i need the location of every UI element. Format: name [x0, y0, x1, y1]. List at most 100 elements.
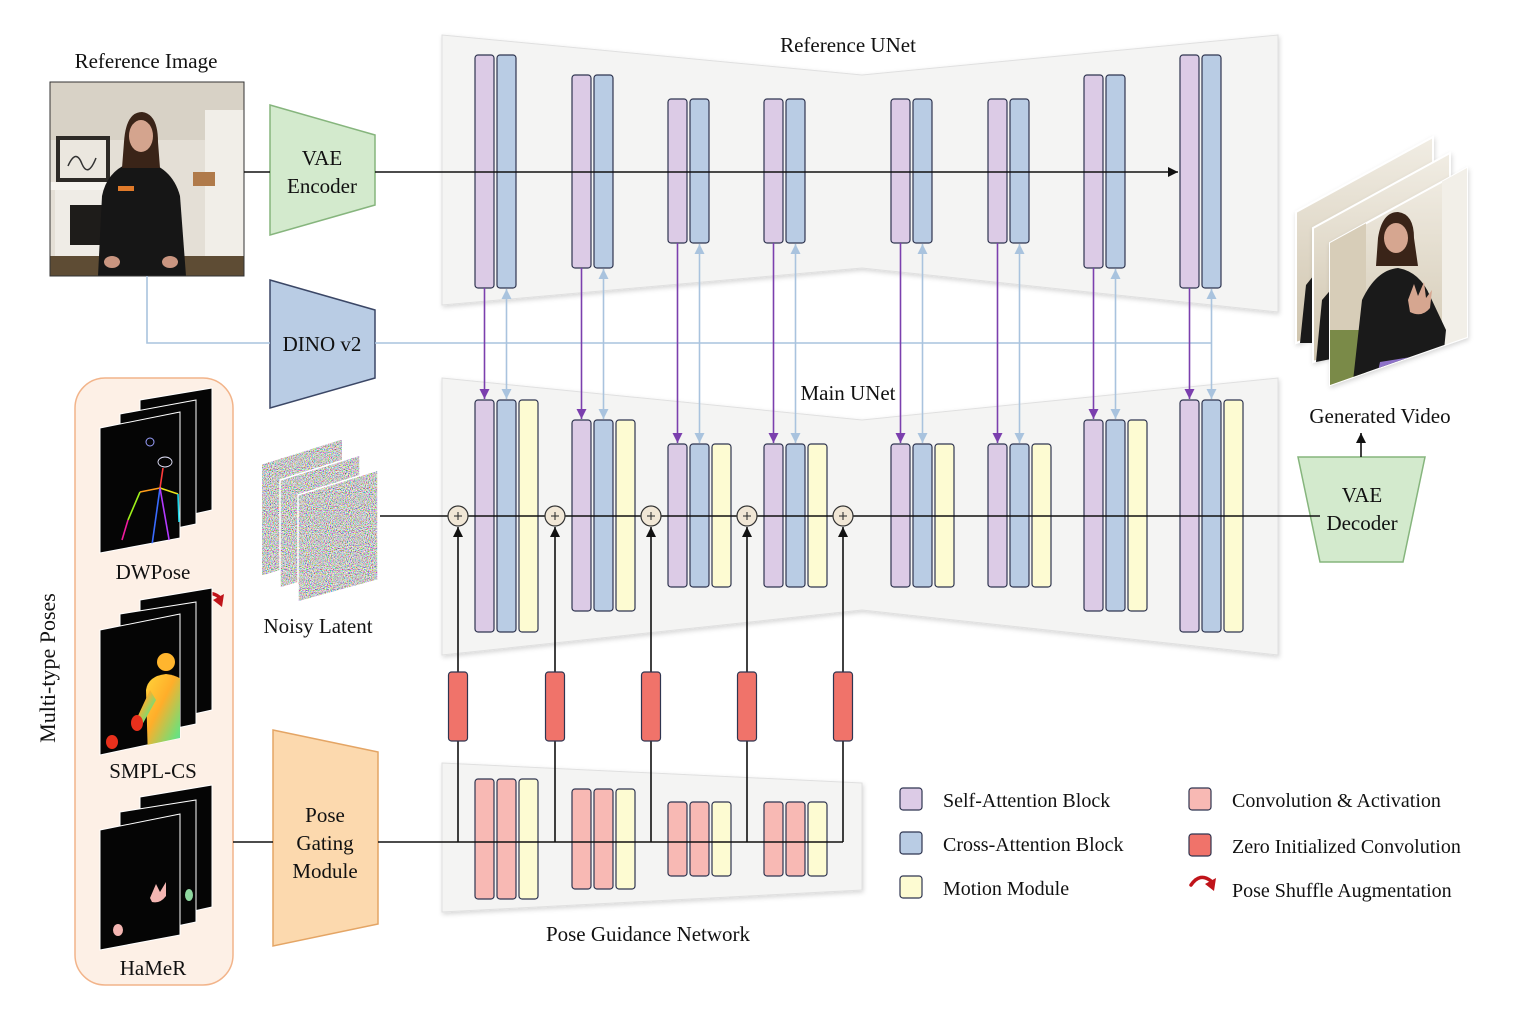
reference-unet-cross-attention-block-3: [689, 98, 710, 244]
legend-swatch-cross-attention: [899, 831, 923, 855]
dwpose-frame-front: [99, 411, 181, 554]
addition-nodes: [447, 505, 854, 527]
vae-encoder-label-line2: Encoder: [287, 174, 357, 198]
smpl-cs-hand-lower: [106, 735, 118, 749]
pose-guidance-blocks: [474, 778, 828, 900]
legend: Self-Attention Block Cross-Attention Blo…: [899, 787, 1461, 902]
hamer-image-stack: [99, 784, 213, 951]
dwpose-leg-right: [159, 487, 171, 546]
generated-video-label: Generated Video: [1309, 404, 1450, 428]
dwpose-leg-left: [151, 487, 161, 546]
reference-unet-self-attention-block-5: [890, 98, 911, 244]
smpl-cs-head: [157, 653, 175, 671]
dwpose-skeleton: [121, 456, 180, 546]
pose-guidance-conv-block-4a: [763, 801, 784, 877]
reference-unet-cross-attention-block-4: [785, 98, 806, 244]
pose-guidance-label: Pose Guidance Network: [546, 922, 751, 946]
dwpose-face: [157, 456, 173, 468]
noisy-latent-frame-front: [298, 470, 378, 602]
vae-encoder-label-line1: VAE: [302, 146, 342, 170]
main-unet-label: Main UNet: [800, 381, 895, 405]
dwpose-shoulder-right: [159, 487, 179, 495]
feature-arrows: [479, 243, 1217, 443]
legend-label-pose-shuffle: Pose Shuffle Augmentation: [1232, 880, 1452, 902]
legend-label-cross-attention: Cross-Attention Block: [943, 834, 1124, 856]
legend-label-zero-conv: Zero Initialized Convolution: [1232, 836, 1461, 858]
legend-label-self-attention: Self-Attention Block: [943, 790, 1110, 812]
pose-guidance-motion-module-4: [807, 801, 828, 877]
multi-type-poses-title: Multi-type Poses: [35, 593, 60, 743]
legend-pose-shuffle-icon: [1189, 875, 1213, 887]
photo-wall-frame-inner: [60, 140, 106, 178]
reference-unet-cross-attention-block-5: [912, 98, 933, 244]
legend-swatch-motion-module: [899, 875, 923, 899]
pose-guidance-motion-module-2: [615, 788, 636, 890]
pose-guidance-conv-block-3b: [689, 801, 710, 877]
noisy-latent-frame-front-edge: [297, 468, 379, 603]
photo-wall-script: [67, 155, 97, 171]
pose-guidance-conv-block-2b: [593, 788, 614, 890]
dwpose-mid-frame-keypoint: [145, 437, 155, 447]
dwpose-arm-left: [127, 491, 141, 521]
dwpose-shoulder-left: [139, 487, 161, 493]
photo-person-hand-left: [104, 256, 120, 268]
vae-encoder: [269, 104, 376, 236]
reference-unet-label: Reference UNet: [780, 33, 916, 57]
hamer-hand-pink: [150, 882, 166, 903]
generated-door: [1442, 168, 1467, 368]
zero-initialized-conv-3: [640, 671, 662, 742]
pose-gating-label-line1: Pose: [305, 803, 345, 827]
dino-v2-label: DINO v2: [283, 332, 362, 356]
hamer-hand-green: [185, 889, 193, 901]
noisy-latent-stack: [261, 439, 379, 603]
smpl-cs-arm: [136, 690, 156, 725]
pose-gating-label-line2: Gating: [296, 831, 354, 855]
dwpose-neck: [159, 467, 164, 489]
vae-decoder: [1297, 456, 1426, 563]
pose-guidance-conv-block-1b: [496, 778, 517, 900]
reference-unet-self-attention-block-6: [987, 98, 1008, 244]
pose-gating-label-line3: Module: [292, 859, 357, 883]
vae-decoder-label-line1: VAE: [1342, 483, 1382, 507]
pose-guidance-conv-block-1a: [474, 778, 495, 900]
reference-image-label: Reference Image: [75, 49, 218, 73]
dwpose-image-stack: [99, 387, 213, 554]
pose-guidance-conv-block-2a: [571, 788, 592, 890]
vae-decoder-label-line2: Decoder: [1326, 511, 1397, 535]
photo-person-logo: [118, 186, 134, 191]
dwpose-arm-right: [177, 493, 180, 523]
dwpose-label: DWPose: [116, 560, 191, 584]
legend-swatch-convolution: [1188, 787, 1212, 811]
zero-initialized-conv-5: [832, 671, 854, 742]
legend-label-convolution: Convolution & Activation: [1232, 790, 1441, 812]
smpl-cs-hand: [131, 715, 143, 731]
reference-unet-self-attention-block-3: [667, 98, 688, 244]
hamer-hand-lower: [113, 924, 123, 936]
photo-mantle: [50, 182, 128, 190]
zero-initialized-conv-1: [447, 671, 469, 742]
reference-unet-cross-attention-block-8: [1201, 54, 1222, 289]
legend-swatch-self-attention: [899, 787, 923, 811]
legend-swatch-zero-conv: [1188, 833, 1212, 857]
generated-person-hand: [1408, 282, 1432, 315]
reference-unet-self-attention-block-4: [763, 98, 784, 244]
smpl-cs-label: SMPL-CS: [109, 759, 197, 783]
generated-video-stack: [1295, 135, 1468, 387]
pose-guidance-conv-block-4b: [785, 801, 806, 877]
dino-v2-encoder: [269, 279, 376, 409]
zero-initialized-conv-2: [544, 671, 566, 742]
reference-unet-panel: [441, 34, 1279, 313]
pose-shuffle-arrowhead: [213, 594, 224, 607]
reference-image: [50, 82, 244, 276]
legend-pose-shuffle-arrowhead: [1205, 878, 1216, 891]
reference-unet-cross-attention-block-6: [1009, 98, 1030, 244]
hamer-frame-front: [99, 813, 181, 951]
pose-guidance-conv-block-3a: [667, 801, 688, 877]
noisy-latent-label: Noisy Latent: [263, 614, 372, 638]
pose-gating-module: [272, 729, 379, 947]
zero-conv-blocks: [447, 671, 854, 742]
reference-unet-self-attention-block-8: [1179, 54, 1200, 289]
generated-person-face: [1384, 223, 1408, 253]
zero-initialized-conv-4: [736, 671, 758, 742]
